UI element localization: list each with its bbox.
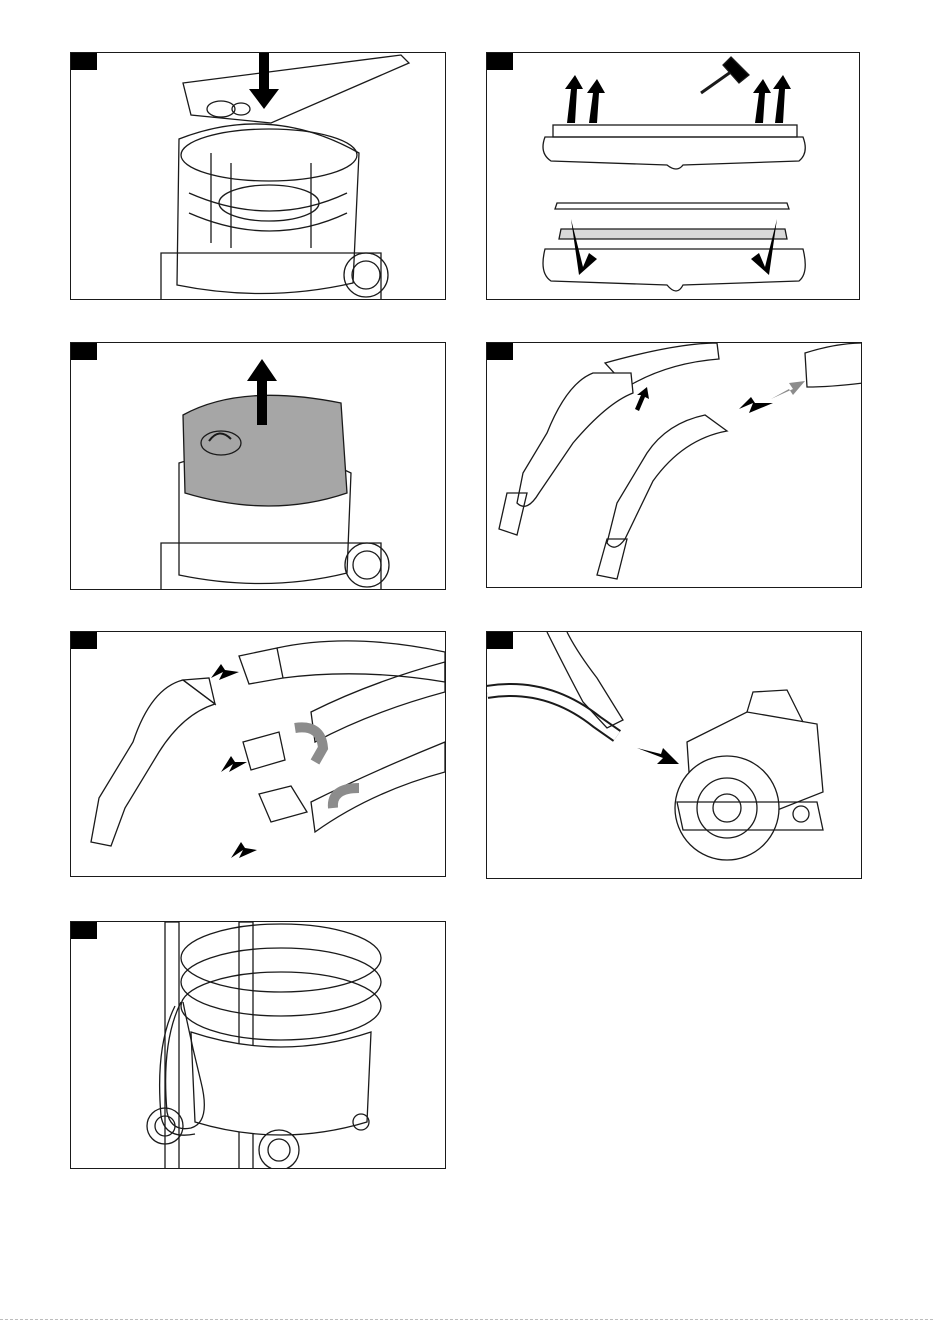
figure-panel-4 bbox=[486, 342, 862, 588]
figure-panel-7 bbox=[70, 921, 446, 1169]
down-arrow-icon bbox=[751, 219, 777, 275]
right-arrow-icon bbox=[771, 381, 805, 399]
figure-panel-6 bbox=[486, 631, 862, 879]
right-arrow-icon bbox=[637, 748, 679, 764]
left-arrow-icon bbox=[739, 397, 773, 413]
floor-nozzle-strip-replace-illustration bbox=[487, 53, 860, 300]
figure-panel-5 bbox=[70, 631, 446, 877]
power-tool-connect-illustration bbox=[487, 632, 862, 879]
vacuum-filter-remove-illustration bbox=[71, 343, 446, 590]
figure-panel-3 bbox=[70, 342, 446, 590]
page-bottom-rule bbox=[0, 1319, 933, 1320]
vacuum-lid-insert-illustration bbox=[71, 53, 446, 300]
hose-adapter-unscrew-illustration bbox=[71, 632, 446, 877]
figure-panel-2 bbox=[486, 52, 860, 300]
figure-panel-1 bbox=[70, 52, 446, 300]
down-arrow-icon bbox=[571, 219, 597, 275]
vacuum-storage-illustration bbox=[71, 922, 446, 1169]
hose-handle-detach-illustration bbox=[487, 343, 862, 588]
